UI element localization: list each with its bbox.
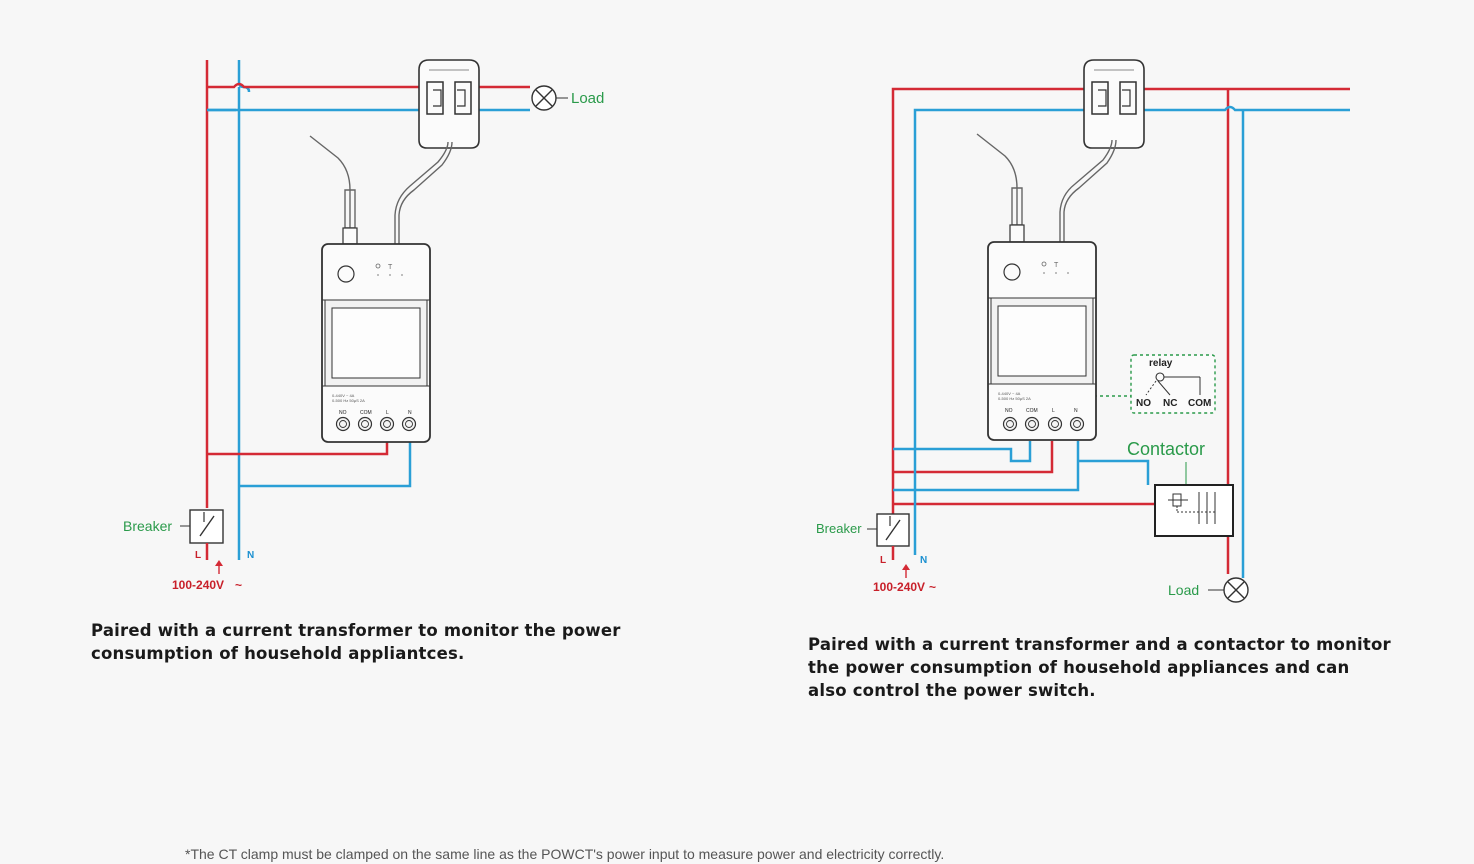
left-terminal-label-n: N — [408, 410, 412, 416]
right-terminal-n — [1069, 416, 1085, 432]
relay-terminal-no: NO — [1136, 398, 1151, 409]
right-terminal-l — [1047, 416, 1063, 432]
right-caption-line: Paired with a current transformer and a … — [808, 635, 1391, 654]
left-terminal-label-no: NO — [339, 410, 347, 416]
right-ct-clamp-icon — [1083, 59, 1145, 149]
right-breaker-label: Breaker — [816, 521, 862, 536]
right-caption-line: the power consumption of household appli… — [808, 658, 1350, 677]
right-terminal-label-l: L — [1052, 408, 1055, 414]
right-caption: Paired with a current transformer and a … — [808, 633, 1391, 702]
left-terminal-com — [357, 416, 373, 432]
relay-box — [1130, 354, 1216, 414]
left-caption-line: Paired with a current transformer to mon… — [91, 621, 621, 640]
left-breaker-label: Breaker — [123, 518, 172, 534]
right-terminal-label-com: COM — [1026, 408, 1038, 414]
left-ct-clamp-icon — [418, 59, 480, 149]
left-load-label: Load — [571, 90, 604, 107]
right-load-icon — [1208, 577, 1249, 603]
right-breaker-icon — [867, 513, 910, 547]
left-n-label: N — [247, 550, 254, 561]
footnote: *The CT clamp must be clamped on the sam… — [185, 846, 945, 862]
right-live-wire — [891, 87, 1350, 574]
right-terminal-no — [1002, 416, 1018, 432]
left-l-label: L — [195, 550, 201, 561]
left-diagram: Load NO COM L N Breaker L N — [123, 59, 604, 592]
left-caption: Paired with a current transformer to mon… — [91, 619, 621, 665]
right-terminal-com — [1024, 416, 1040, 432]
right-load-label: Load — [1168, 582, 1199, 598]
right-diagram: NO COM L N relay NO NC COM Contactor — [816, 59, 1350, 603]
right-ac-symbol-icon: ~ — [929, 580, 936, 594]
right-neutral-wire — [893, 105, 1350, 578]
contactor-label: Contactor — [1127, 439, 1205, 459]
right-terminal-label-n: N — [1074, 408, 1078, 414]
relay-terminal-nc: NC — [1163, 398, 1177, 409]
left-terminal-l — [379, 416, 395, 432]
right-caption-line: also control the power switch. — [808, 681, 1096, 700]
contactor-icon — [1154, 484, 1234, 537]
right-n-label: N — [920, 555, 927, 566]
left-ac-symbol-icon: ~ — [235, 578, 242, 592]
relay-label: relay — [1149, 358, 1173, 369]
right-terminal-label-no: NO — [1005, 408, 1013, 414]
left-voltage-arrow-icon — [215, 560, 223, 574]
left-voltage-label: 100-240V — [172, 578, 224, 592]
left-terminal-n — [401, 416, 417, 432]
relay-terminal-com: COM — [1188, 398, 1211, 409]
left-load-icon — [531, 85, 568, 111]
right-voltage-label: 100-240V — [873, 580, 925, 594]
left-live-wire — [205, 60, 530, 508]
left-terminal-label-l: L — [386, 410, 389, 416]
left-caption-line: consumption of household appliantces. — [91, 644, 465, 663]
right-l-label: L — [880, 555, 886, 566]
left-breaker-icon — [180, 509, 224, 544]
left-terminal-no — [335, 416, 351, 432]
right-voltage-arrow-icon — [902, 564, 910, 578]
left-terminal-label-com: COM — [360, 410, 372, 416]
